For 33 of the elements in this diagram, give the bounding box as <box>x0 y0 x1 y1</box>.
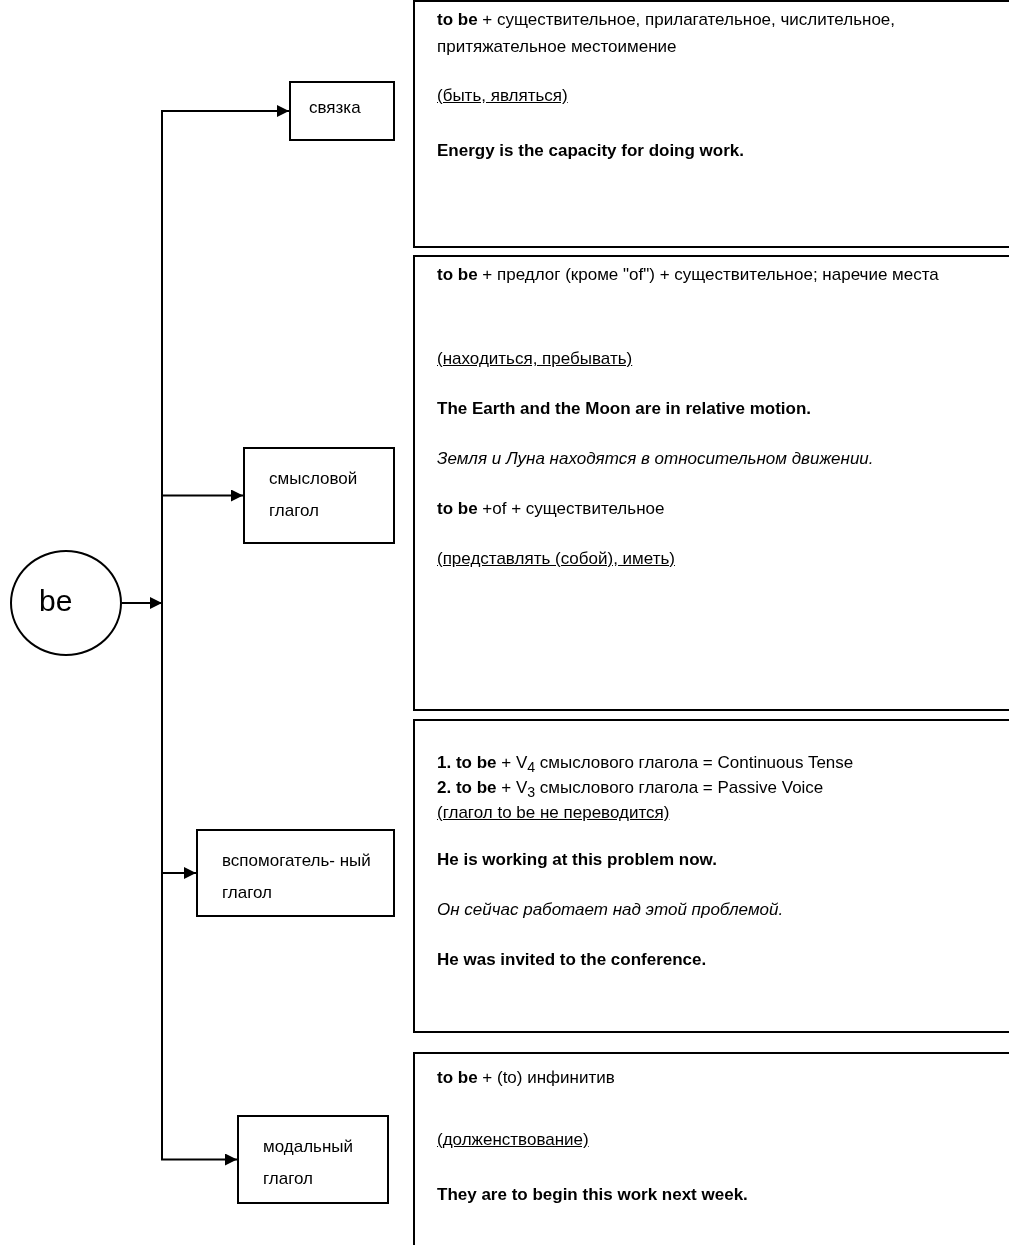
category-box <box>289 81 395 141</box>
rule-text: to be + (to) инфинитив <box>437 1067 616 1089</box>
translation-text: (глагол to be не переводится) <box>437 802 671 824</box>
rule-text: to be + существительное, прилагательное, числительное, притяжательное местоимение <box>437 9 897 58</box>
description-panel <box>413 719 1009 1033</box>
translation-sentence: Он сейчас работает над этой проблемой. <box>437 899 785 921</box>
translation-text: (находиться, пребывать) <box>437 348 634 370</box>
example-sentence: They are to begin this work next week. <box>437 1184 749 1206</box>
description-panel <box>413 1052 1009 1245</box>
example-sentence: He is working at this problem now. <box>437 849 718 871</box>
rule-text: to be +of + существительное <box>437 498 666 520</box>
category-box <box>237 1115 389 1204</box>
translation-text: (долженствование) <box>437 1129 590 1151</box>
rule-text: to be + предлог (кроме "of") + существительное; наречие места <box>437 264 940 286</box>
node-label: модальный глагол <box>263 1136 355 1190</box>
description-panel <box>413 255 1009 711</box>
category-box <box>243 447 395 544</box>
translation-sentence: Земля и Луна находятся в относительном движении. <box>437 448 875 470</box>
rule-text: 2. to be + V$_{3}$ смыслового глагола = Passive Voice <box>437 777 825 803</box>
example-sentence: The Earth and the Moon are in relative motion. <box>437 398 813 420</box>
node-label: связка <box>309 97 362 119</box>
node-label: смысловой глагол <box>269 468 359 522</box>
description-panel <box>413 0 1009 248</box>
translation-text: (быть, являться) <box>437 85 569 107</box>
arrow <box>161 489 244 604</box>
rule-text: 1. to be + V$_{4}$ смыслового глагола = Continuous Tense <box>437 752 855 778</box>
translation-text: (представлять (собой), иметь) <box>437 548 676 570</box>
node-label: вспомогатель- ный глагол <box>222 850 372 904</box>
node-label: be <box>39 584 73 618</box>
arrow <box>121 597 163 609</box>
example-sentence: Energy is the capacity for doing work. <box>437 140 745 162</box>
example-sentence: He was invited to the conference. <box>437 949 708 971</box>
category-box <box>196 829 395 917</box>
